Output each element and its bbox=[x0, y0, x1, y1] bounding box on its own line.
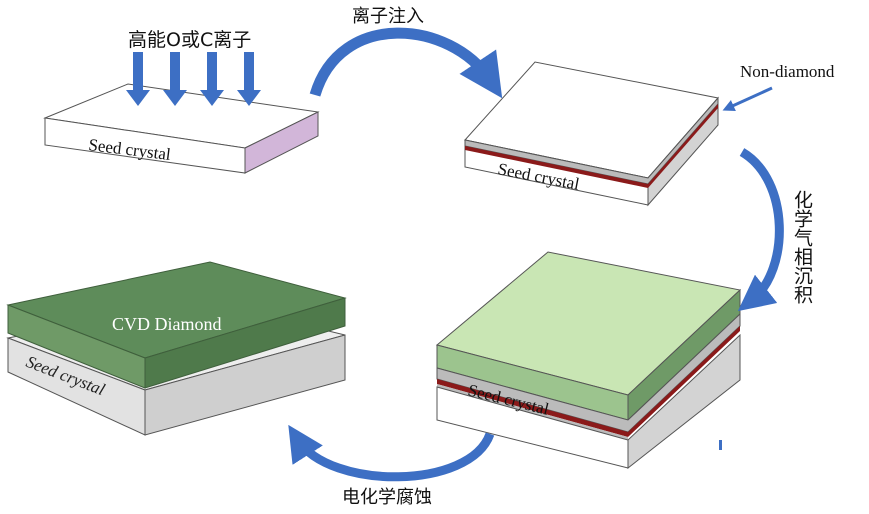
non-diamond-label: Non-diamond bbox=[740, 62, 835, 81]
dot-mark bbox=[719, 440, 722, 450]
seed-crystal-block-1 bbox=[43, 83, 320, 174]
cvd-arrow bbox=[737, 148, 784, 312]
ion-beam-label: 高能O或C离子 bbox=[128, 29, 251, 51]
ion-implant-arrow bbox=[309, 27, 503, 99]
ion-implant-label: 离子注入 bbox=[352, 6, 424, 27]
cvd-grown-block bbox=[435, 251, 742, 470]
ion-beam-arrows bbox=[126, 52, 261, 106]
etch-step-label: 电化学腐蚀 bbox=[342, 487, 432, 508]
implanted-seed-block bbox=[464, 61, 719, 207]
cvd-step-label: 化学气相沉积 bbox=[791, 190, 813, 304]
etch-arrow bbox=[288, 424, 495, 482]
cvd-diamond-plate bbox=[6, 261, 347, 389]
non-diamond-pointer bbox=[722, 86, 773, 111]
cvd-diamond-label: CVD Diamond bbox=[112, 314, 222, 334]
